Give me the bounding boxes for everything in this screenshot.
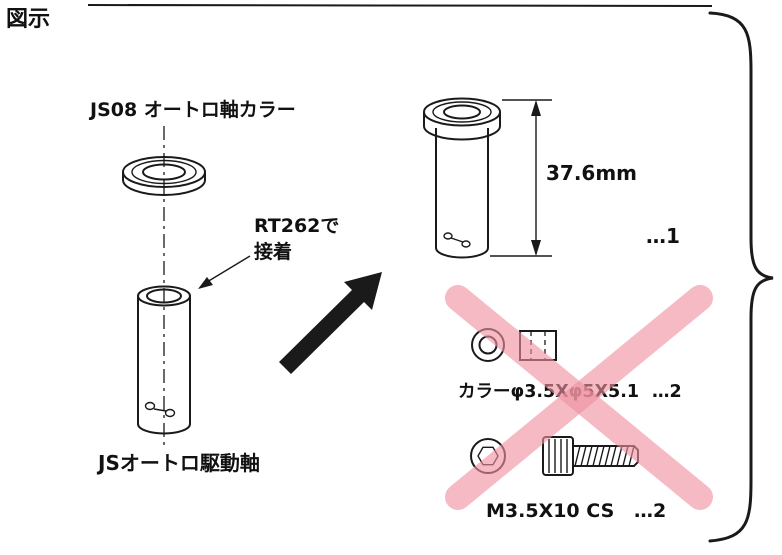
screw-spec: M3.5X10 CS xyxy=(486,500,614,522)
dimension-arrowhead-top xyxy=(531,100,541,116)
assembly-arrow xyxy=(279,272,382,374)
screw-quantity: …2 xyxy=(634,500,666,522)
shaft-label: JSオートロ駆動軸 xyxy=(96,451,260,475)
collar-drawing xyxy=(122,156,206,196)
dimension-label: 37.6mm xyxy=(546,161,637,185)
right-brace xyxy=(708,11,774,543)
drive-shaft-drawing xyxy=(137,285,191,435)
collar-label: JS08 オートロ軸カラー xyxy=(88,98,296,121)
cross-out-stroke-2 xyxy=(445,285,713,510)
glue-note-arrow-line xyxy=(206,255,251,283)
glue-note-arrowhead xyxy=(198,277,213,289)
glue-note: RT262で 接着 xyxy=(198,215,339,289)
glue-note-line1: RT262で xyxy=(254,215,339,237)
assembled-part-quantity: …1 xyxy=(646,224,680,248)
assembled-part-drawing xyxy=(423,97,501,259)
glue-note-line2: 接着 xyxy=(254,240,292,263)
top-border-line xyxy=(87,4,713,7)
spacer-collar-quantity: …2 xyxy=(652,382,682,402)
corner-label: 図示 xyxy=(6,7,50,32)
cross-out-x xyxy=(445,285,713,510)
dimension-arrowhead-bottom xyxy=(531,240,541,256)
dimension-37-6mm: 37.6mm xyxy=(490,99,637,257)
